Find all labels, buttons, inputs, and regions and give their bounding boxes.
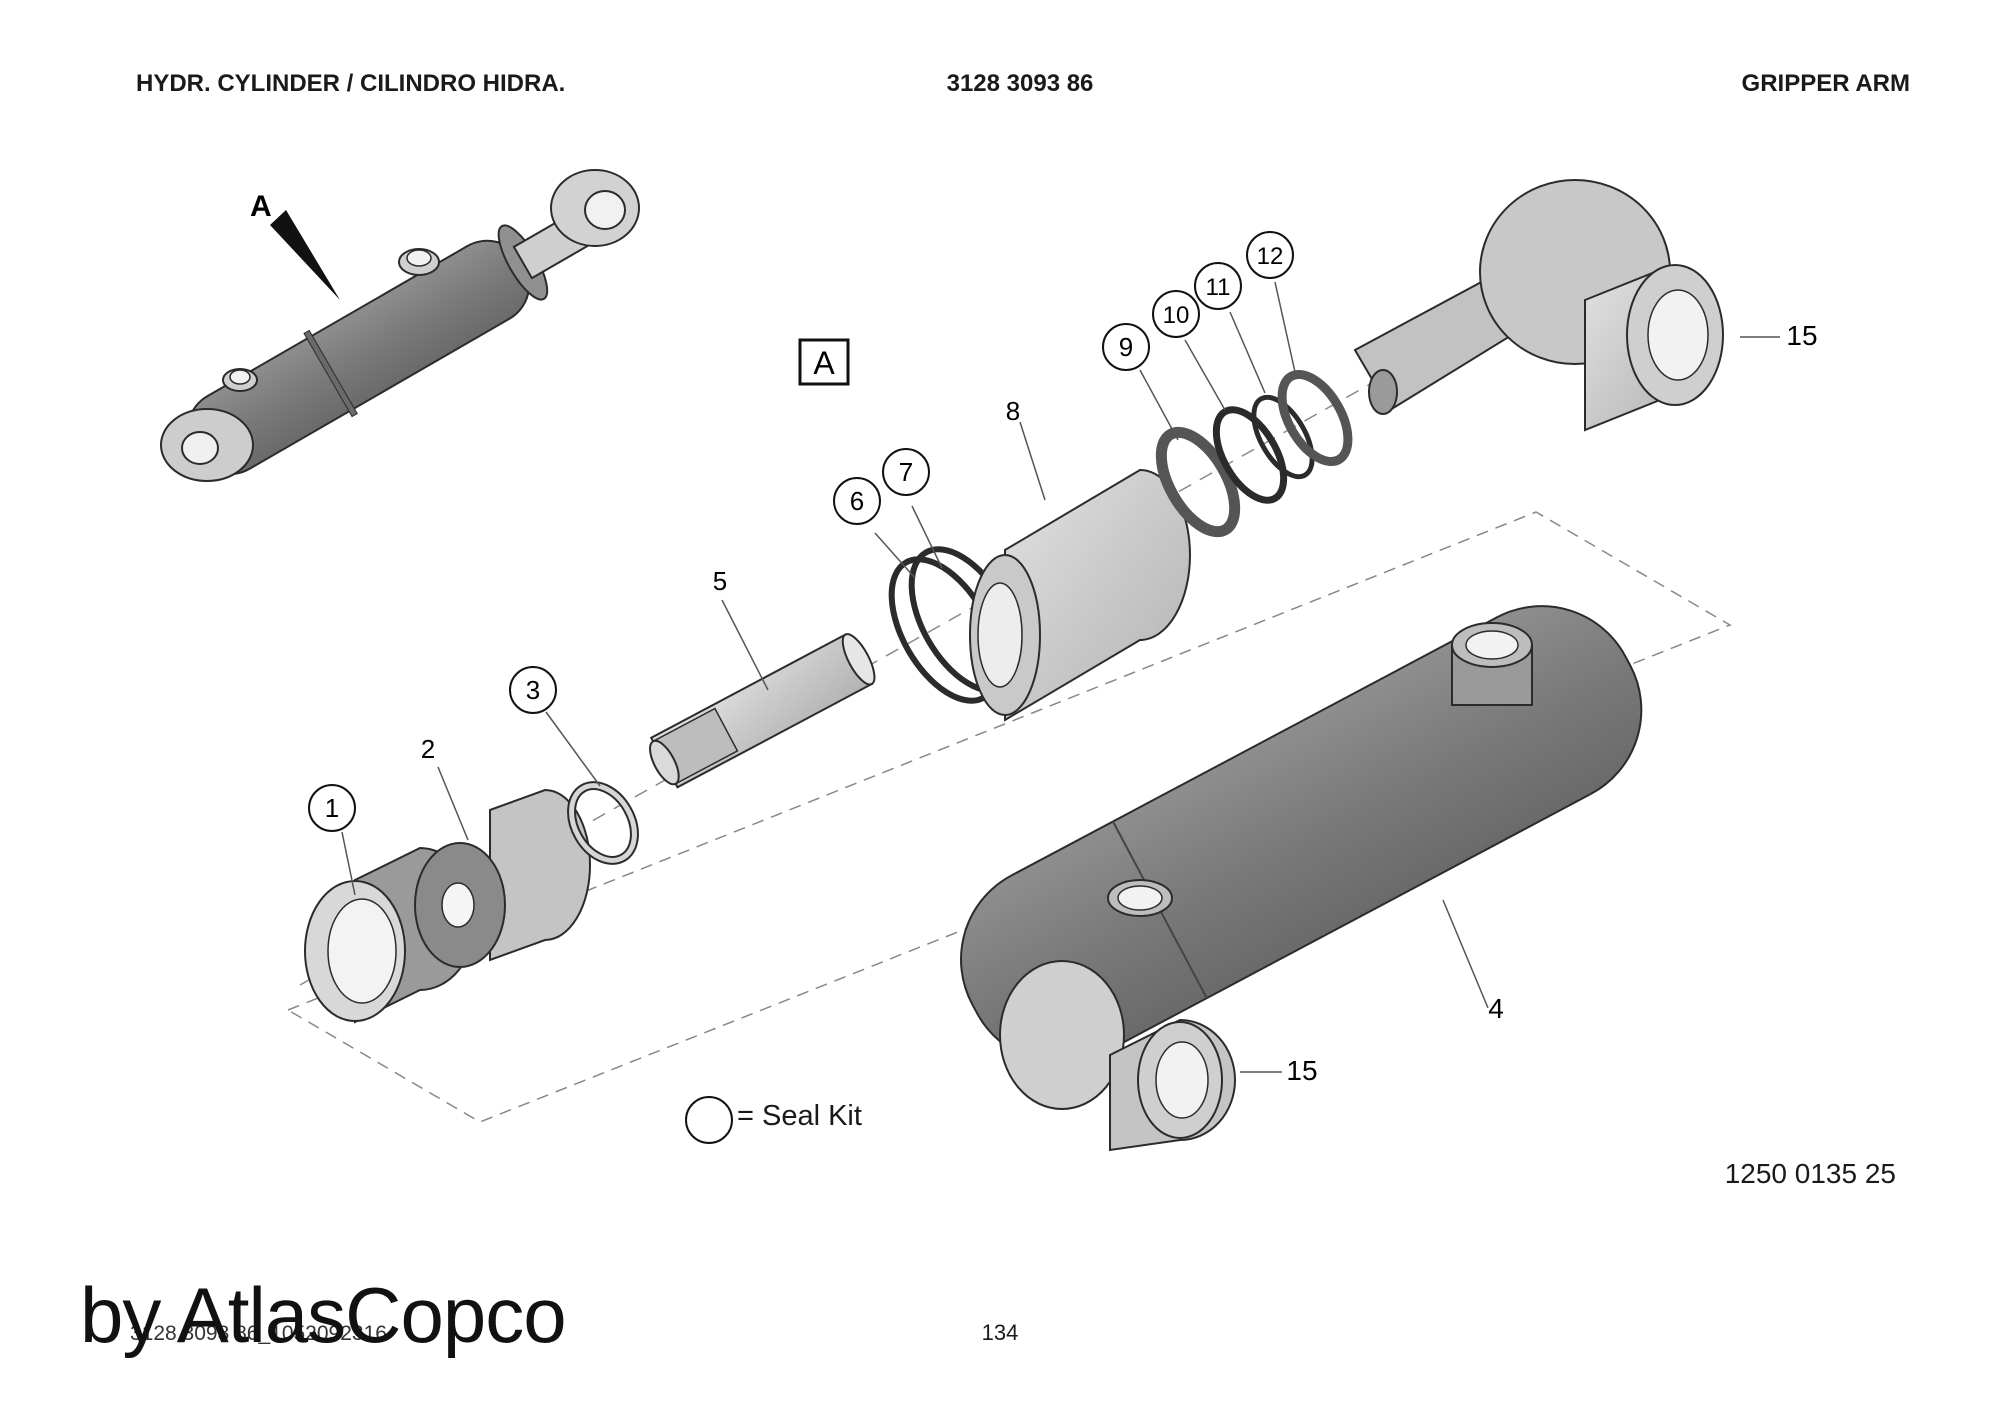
callout-circle-9 — [1102, 323, 1150, 371]
part-4-barrel — [960, 605, 1643, 1152]
seal-kit-legend-circle — [685, 1096, 733, 1144]
callout-4: 4 — [1488, 993, 1504, 1024]
callout-9: 9 — [1119, 332, 1133, 362]
callout-circle-3 — [509, 666, 557, 714]
part-10-ring — [1212, 406, 1288, 504]
callout-15-top: 15 — [1786, 320, 1817, 351]
part-9-seal — [1155, 426, 1241, 538]
part-12-wiper — [1277, 369, 1353, 467]
view-label: A — [250, 190, 272, 223]
part-5-piston-rod — [649, 633, 876, 789]
callout-15-bottom: 15 — [1286, 1055, 1317, 1086]
callout-circle-10 — [1152, 290, 1200, 338]
watermark: by AtlasCopco — [80, 1271, 567, 1359]
part-11-ring — [1251, 394, 1315, 480]
drawing-number: 1250 0135 25 — [1724, 1158, 1896, 1189]
callout-1: 1 — [325, 793, 339, 823]
header-title-left: HYDR. CYLINDER / CILINDRO HIDRA. — [136, 70, 566, 97]
part-1-nut — [304, 846, 477, 1024]
assembly-outline — [286, 511, 1732, 1123]
callout-circle-6 — [833, 477, 881, 525]
callout-8: 8 — [1006, 396, 1020, 426]
view-box-label: A — [813, 345, 835, 381]
rod-eye — [1353, 179, 1724, 432]
callout-6: 6 — [850, 486, 864, 516]
part-8-gland — [969, 468, 1191, 722]
callout-10: 10 — [1163, 302, 1190, 329]
part-2-piston — [414, 788, 591, 968]
callout-circle-1 — [308, 784, 356, 832]
callout-circle-7 — [882, 448, 930, 496]
footer-page-number: 134 — [981, 1320, 1019, 1345]
callout-circle-12 — [1246, 231, 1294, 279]
view-box — [798, 338, 850, 386]
callout-3: 3 — [526, 675, 540, 705]
footer-doc-id: 3128 3093 86_1052092316 — [130, 1322, 387, 1345]
view-arrow-icon — [270, 210, 340, 300]
header-part-number: 3128 3093 86 — [946, 70, 1094, 97]
leader-lines — [341, 281, 1780, 1073]
overview-cylinder — [160, 169, 640, 482]
callout-2: 2 — [421, 734, 435, 764]
header-title-right: GRIPPER ARM — [1741, 70, 1910, 97]
callout-5: 5 — [713, 566, 727, 596]
callout-12: 12 — [1257, 243, 1284, 270]
callout-11: 11 — [1206, 274, 1231, 301]
callout-circle-11 — [1194, 262, 1242, 310]
callout-7: 7 — [899, 457, 913, 487]
seal-kit-legend-text: = Seal Kit — [737, 1100, 862, 1132]
